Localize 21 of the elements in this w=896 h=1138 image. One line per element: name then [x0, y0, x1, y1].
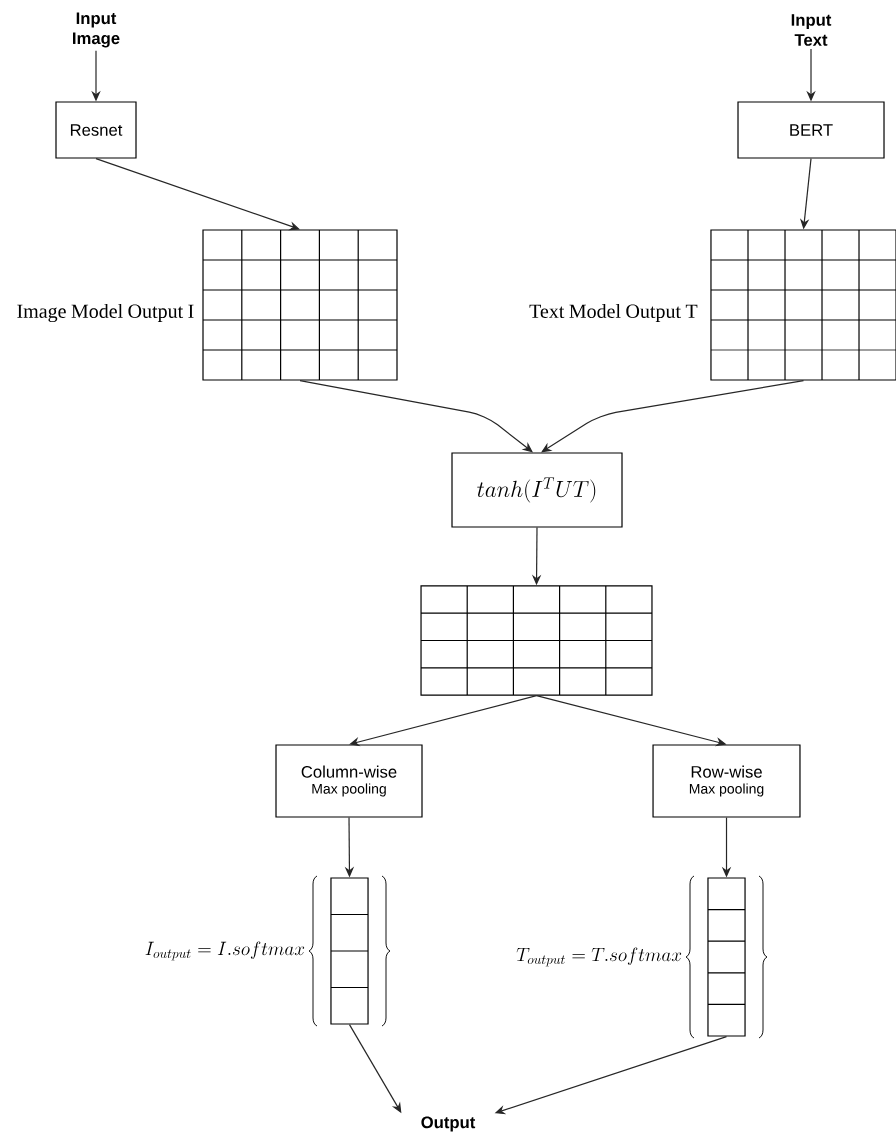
- arrow: [95, 158, 300, 231]
- heading: Input Image: [73, 12, 120, 48]
- arrow: [541, 380, 805, 453]
- vector-grid: [330, 877, 369, 1025]
- heading: Output: [421, 1116, 476, 1132]
- process-box: BERT: [737, 101, 885, 159]
- formula: $I_{output} = I. softmax$: [145, 941, 305, 961]
- formula-box: $tanh(I^T UT)$: [451, 452, 623, 528]
- heading: Input Text: [791, 14, 832, 46]
- matrix-grid: [202, 229, 398, 381]
- process-box: Row-wise Max pooling: [652, 744, 801, 818]
- grid-label: Text Model Output T: [529, 303, 698, 323]
- matrix-grid: [710, 229, 896, 381]
- matrix-grid: [420, 585, 653, 696]
- arrow: [349, 695, 538, 747]
- grid-label: Image Model Output I: [17, 303, 194, 323]
- arrow: [299, 380, 533, 453]
- process-box: Resnet: [55, 101, 137, 159]
- formula: $T_{output} = T. softmax$: [516, 947, 682, 967]
- process-box: Column-wise Max pooling: [275, 744, 423, 818]
- vector-grid: [707, 877, 746, 1037]
